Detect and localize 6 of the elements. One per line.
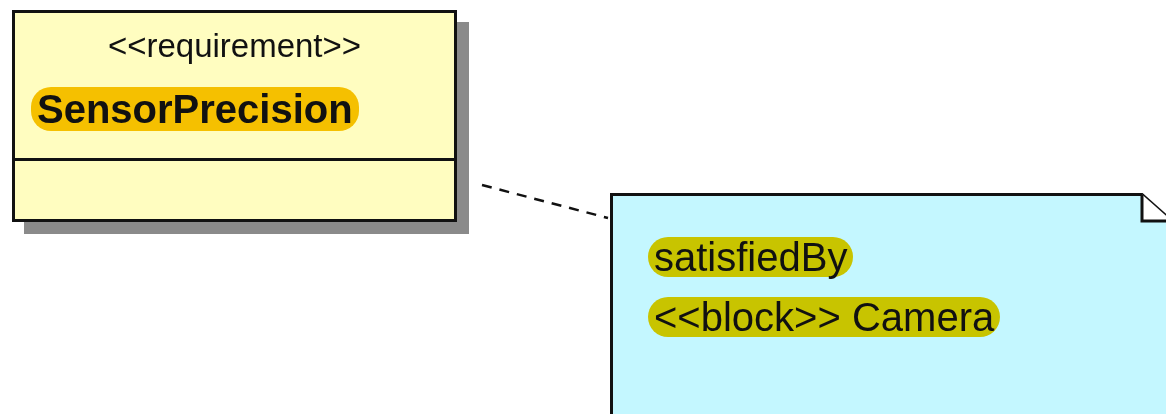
note-box bbox=[610, 193, 1166, 414]
dashed-connector bbox=[481, 183, 609, 220]
note-text: <<block>> Camera bbox=[648, 297, 1001, 337]
note-label: satisfiedBy bbox=[648, 237, 854, 277]
block-name: SensorPrecision bbox=[31, 87, 359, 131]
stereotype-label: <<requirement>> bbox=[106, 27, 363, 65]
